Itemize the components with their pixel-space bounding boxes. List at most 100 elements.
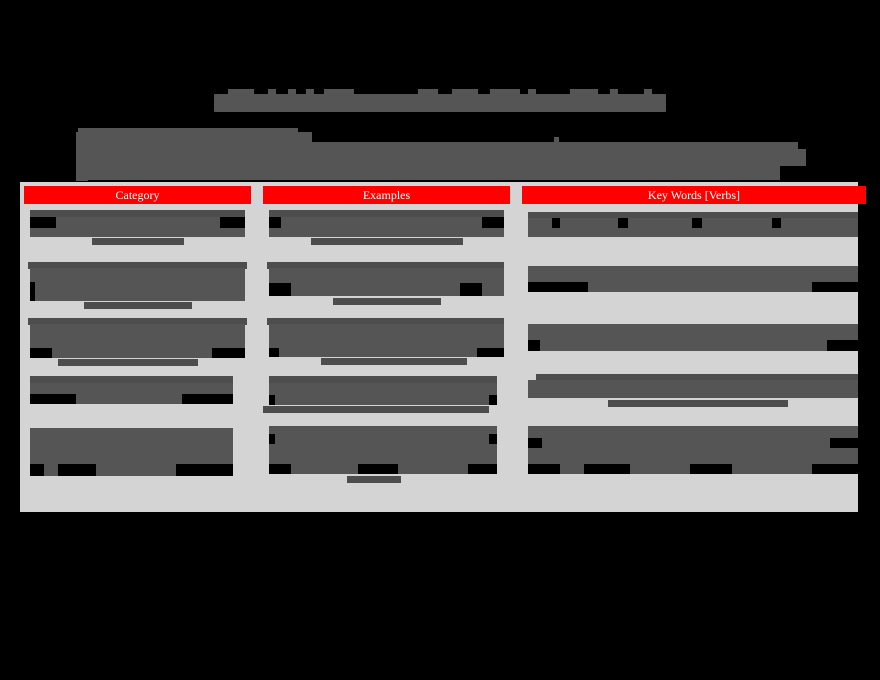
cell-examples[interactable]: [263, 210, 510, 256]
header-divider-2: [510, 186, 522, 204]
table-row[interactable]: [24, 420, 858, 484]
cell-category[interactable]: [24, 262, 251, 312]
table-body: [24, 210, 858, 508]
intro-paragraph: [76, 128, 806, 181]
row-divider-1: [251, 318, 263, 368]
cell-redaction-notch-r: [212, 348, 245, 358]
cell-top-line: [28, 318, 247, 325]
cell-subheading: [321, 358, 467, 365]
cell-examples[interactable]: [263, 262, 510, 312]
cell-examples[interactable]: [263, 318, 510, 368]
intro-line-4-descender: [76, 172, 88, 181]
cell-redaction-notch-r: [220, 217, 245, 228]
table-header-row: Category Examples Key Words [Verbs]: [24, 186, 866, 204]
cell-top-line: [528, 212, 858, 219]
row-separator: [24, 368, 854, 374]
title-ascender-3: [288, 89, 296, 96]
cell-redaction-notch-l: [269, 348, 279, 357]
row-divider-2: [510, 318, 522, 368]
title-ascender-7: [452, 89, 478, 96]
cell-top-line: [536, 374, 858, 381]
cell-redaction-notch-r: [489, 395, 497, 405]
intro-line-1: [76, 132, 312, 149]
cell-key-words[interactable]: [522, 262, 866, 312]
cell-redaction-notch-l: [269, 395, 275, 405]
header-divider-1: [251, 186, 263, 204]
row-separator: [24, 312, 854, 318]
title-ascender-10: [570, 89, 598, 96]
table-row[interactable]: [24, 318, 858, 368]
cell-redaction-notch-l: [30, 348, 52, 358]
cell-category[interactable]: [24, 374, 251, 414]
cell-redaction-notch-b3: [690, 464, 732, 474]
cell-redaction-notch-b2: [584, 464, 630, 474]
cell-redaction-notch-l: [30, 394, 76, 404]
cell-redaction-notch-r: [812, 282, 858, 292]
cell-key-words[interactable]: [522, 210, 866, 256]
cell-subheading: [333, 298, 441, 305]
cell-redaction: [269, 383, 497, 405]
cell-subheading: [84, 302, 192, 309]
cell-redaction-gap-1: [552, 218, 560, 228]
table-row[interactable]: [24, 262, 858, 312]
cell-redaction: [30, 268, 245, 301]
cell-redaction-notch-b1: [528, 464, 560, 474]
intro-line-4: [76, 164, 780, 180]
cell-redaction-notch-r: [460, 283, 482, 296]
cell-top-line: [269, 210, 504, 217]
column-header-key-words[interactable]: Key Words [Verbs]: [522, 186, 866, 204]
title-ascender-4: [306, 89, 314, 96]
cell-top-line: [267, 318, 504, 325]
column-header-examples[interactable]: Examples: [263, 186, 510, 204]
cell-top-line: [269, 376, 497, 383]
title-ascender-6: [418, 89, 438, 96]
row-divider-2: [510, 262, 522, 312]
cell-category[interactable]: [24, 210, 251, 256]
cell-redaction: [269, 324, 504, 357]
cell-examples[interactable]: [263, 420, 510, 484]
cell-redaction: [269, 217, 504, 237]
cell-redaction-notch-r: [176, 464, 233, 476]
cell-redaction-notch-l: [528, 282, 588, 292]
cell-examples[interactable]: [263, 374, 510, 414]
cell-redaction-notch-r: [827, 340, 858, 351]
cell-category[interactable]: [24, 420, 251, 484]
cell-top-line: [267, 262, 504, 269]
cell-redaction-gap-3: [692, 218, 702, 228]
cell-redaction-notch-l: [269, 217, 281, 228]
cell-redaction: [528, 380, 858, 398]
cell-category[interactable]: [24, 318, 251, 368]
cell-redaction: [30, 324, 245, 358]
row-separator: [24, 414, 854, 420]
page-title-redaction: [214, 94, 666, 113]
row-divider-2: [510, 420, 522, 484]
row-divider-1: [251, 262, 263, 312]
cell-key-words[interactable]: [522, 374, 866, 414]
table-row[interactable]: [24, 374, 858, 414]
cell-subheading: [311, 238, 463, 245]
row-divider-1: [251, 420, 263, 484]
cell-key-words[interactable]: [522, 318, 866, 368]
header-body-gap: [24, 204, 854, 210]
cell-top-line: [28, 262, 247, 269]
cell-redaction-notch-l: [30, 464, 44, 476]
cell-redaction: [528, 324, 858, 351]
objectives-matrix-table: Category Examples Key Words [Verbs]: [20, 182, 866, 512]
row-divider-1: [251, 374, 263, 414]
table-row[interactable]: [24, 210, 858, 256]
intro-line-1-cap: [78, 128, 298, 133]
intro-line-3: [76, 149, 806, 166]
row-divider-2: [510, 210, 522, 256]
page-title: [0, 89, 880, 116]
cell-subheading: [263, 406, 489, 413]
row-separator: [24, 256, 854, 262]
row-divider-1: [251, 210, 263, 256]
cell-subheading: [608, 400, 788, 407]
column-header-category[interactable]: Category: [24, 186, 251, 204]
intro-line-2: [312, 142, 798, 150]
cell-key-words[interactable]: [522, 420, 866, 484]
cell-redaction-notch-r: [482, 217, 504, 228]
cell-redaction-notch-r: [182, 394, 233, 404]
title-ascender-5: [324, 89, 354, 96]
cell-redaction-notch-l: [30, 217, 56, 228]
